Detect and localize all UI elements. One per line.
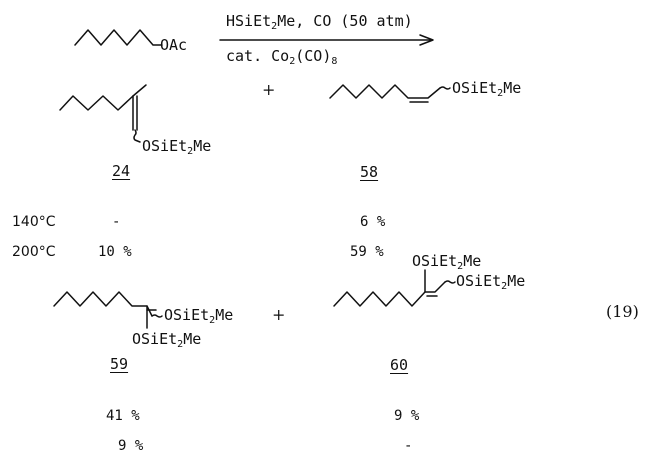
compound-label-58: 58 [360,163,379,181]
product-59-chain [53,291,153,317]
product-58-chain [329,84,441,99]
product-24-wavy [133,129,141,143]
yield-24-200: 10 % [98,244,132,260]
reagents-line-2: cat. Co2(CO)8 [226,47,338,67]
equation-number: (19) [606,302,639,321]
yield-59-200: 9 % [118,438,144,454]
condition-140: 140°C [12,214,56,230]
reagents-line-1: HSiEt2Me, CO (50 atm) [226,12,413,32]
condition-200: 200°C [12,244,56,260]
reaction-arrow-head [419,34,434,46]
product-59-substituent-b: OSiEt2Me [132,330,202,350]
yield-58-140: 6 % [360,214,386,230]
reactant-group-label: OAc [160,36,188,54]
compound-label-24: 24 [112,162,131,180]
product-60-substituent-b: OSiEt2Me [456,272,526,292]
product-60-chain [333,281,446,307]
product-58-substituent: OSiEt2Me [452,79,522,99]
product-24-substituent: OSiEt2Me [142,137,212,157]
yield-60-200: - [404,438,413,454]
yield-60-140: 9 % [394,408,420,424]
compound-label-59: 59 [110,355,129,373]
plus-sign-bottom: + [272,305,286,324]
compound-label-60: 60 [390,356,409,374]
product-24-chain [59,95,134,111]
plus-sign-top: + [262,80,276,99]
product-60-wavy [444,280,456,284]
product-58-wavy [439,86,451,90]
product-59-substituent-a: OSiEt2Me [164,306,234,326]
reactant-chain [74,29,163,46]
yield-58-200: 59 % [350,244,384,260]
product-60-substituent-a: OSiEt2Me [412,252,482,272]
product-59-wavy [151,314,163,318]
yield-59-140: 41 % [106,408,140,424]
product-24-methyl [132,84,147,97]
yield-24-140: - [112,214,121,230]
